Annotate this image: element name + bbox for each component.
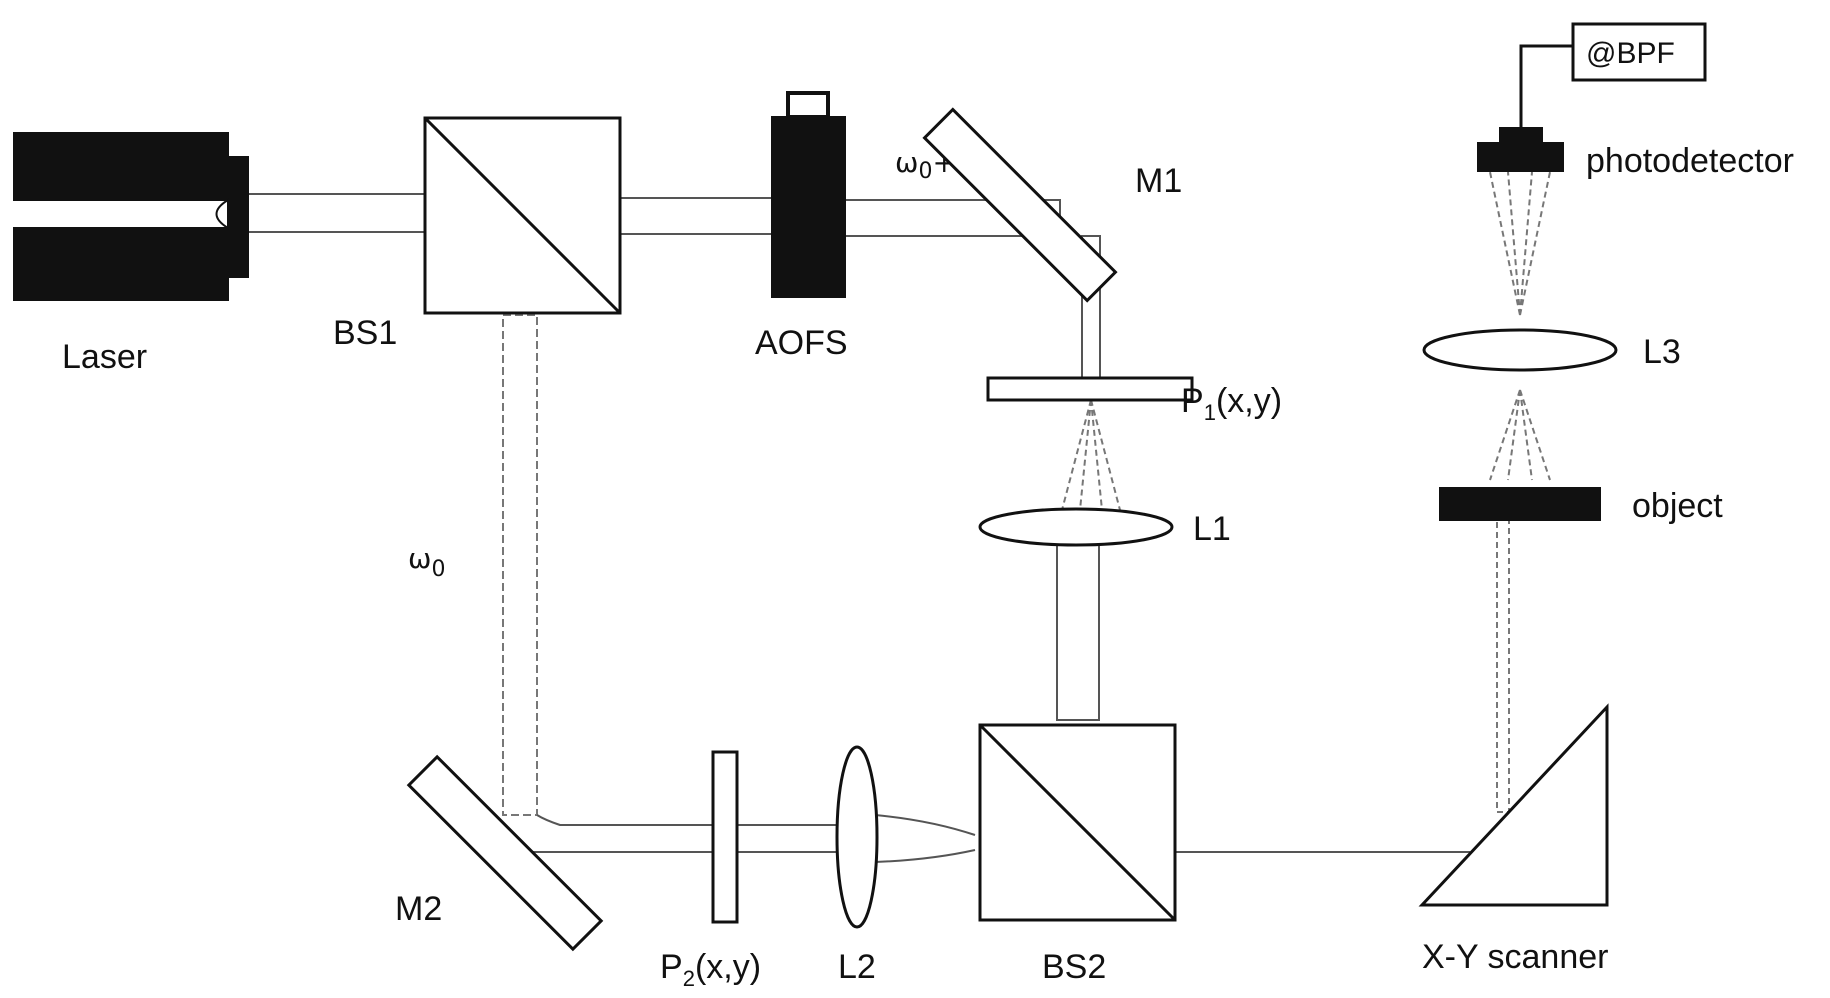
aofs [771,91,846,298]
beam-cone-object-l3 [1489,389,1551,481]
beam-laser-to-bs1 [247,193,426,233]
photodetector-label: photodetector [1586,142,1794,180]
aofs-connector [786,91,830,119]
phase-plate-p1 [986,376,1194,402]
mirror-m2 [406,754,604,952]
object-sample [1439,487,1601,521]
beam-scanner-to-object [1496,519,1510,813]
m2-label: M2 [395,890,442,928]
beam-l1-to-bs2 [1056,544,1100,721]
laser-label: Laser [62,338,147,376]
l3-label: L3 [1643,333,1681,371]
omega0-label: ω0 [408,542,445,582]
photodetector-body [1477,142,1564,172]
p1-label: P1(x,y) [1181,382,1282,425]
aofs-body [771,116,846,298]
lens-l1 [978,507,1174,547]
beam-m2-to-l2 [515,814,838,853]
bpf-label: @BPF [1586,37,1675,70]
laser [13,132,249,301]
xy-scanner [1418,703,1609,907]
lens-l2 [835,745,879,929]
beam-cone-p1-l1 [1061,399,1121,511]
beam-cone-l3-detector [1489,171,1551,316]
m1-label: M1 [1135,162,1182,200]
laser-body-back [227,156,249,278]
laser-aperture [215,198,229,230]
photodetector-cable [1519,44,1573,128]
bpf-box [1571,22,1707,82]
l2-label: L2 [838,948,876,986]
laser-body-bottom [13,227,229,301]
beam-l2-to-bs2 [874,814,976,863]
object-label: object [1632,487,1723,525]
beam-splitter-bs2 [978,723,1177,922]
laser-body-top [13,132,229,201]
bs2-label: BS2 [1042,948,1106,986]
beam-bs1-to-m2 [502,314,538,816]
bs1-label: BS1 [333,314,397,352]
photodetector-head [1499,127,1543,147]
photodetector [1477,44,1573,172]
mirror-m1 [922,107,1118,303]
aofs-label: AOFS [755,324,848,362]
l1-label: L1 [1193,510,1231,548]
beam-bs1-to-aofs [619,197,773,235]
lens-l3 [1422,328,1618,372]
scanner-label: X-Y scanner [1422,938,1608,976]
beam-splitter-bs1 [423,116,622,315]
phase-plate-p2 [711,750,739,924]
p2-label: P2(x,y) [660,948,761,991]
